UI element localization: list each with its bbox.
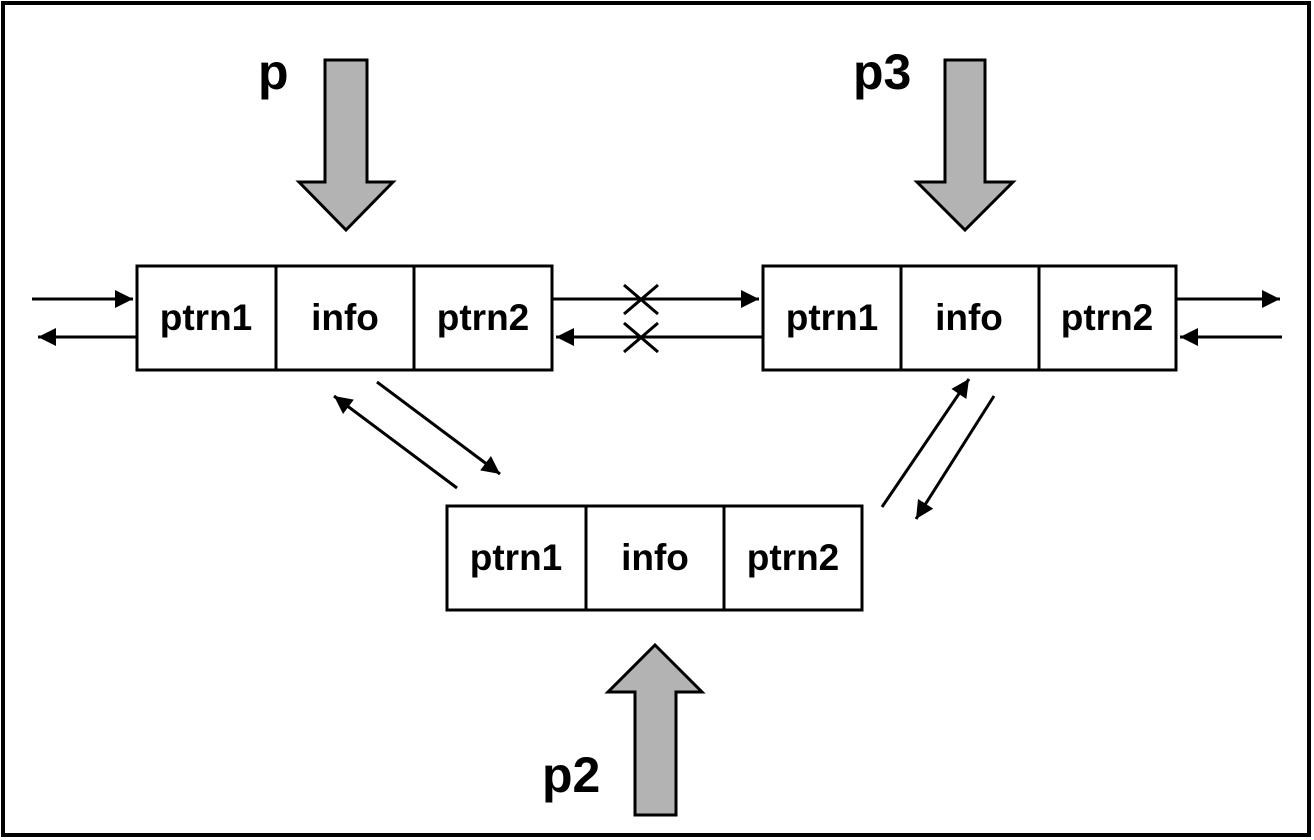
- pointer-p2: p2: [542, 642, 706, 817]
- node-p-ptrn1-label: ptrn1: [160, 297, 253, 338]
- node-p-info-label: info: [311, 297, 379, 338]
- pointer-p3: p3: [853, 44, 1017, 233]
- link-p2-to-p-arrow: [333, 394, 458, 490]
- node-p-box: [135, 264, 554, 372]
- node-p-ptrn2-label: ptrn2: [437, 297, 530, 338]
- cross-mark-top-b: [623, 283, 659, 316]
- cross-mark-bottom-b: [623, 321, 659, 354]
- node-p3-box: [761, 264, 1178, 372]
- link-p2-to-p3-arrow: [880, 378, 971, 508]
- node-p3-ptrn1-label: ptrn1: [786, 297, 879, 338]
- node-p3-info-label: info: [935, 297, 1003, 338]
- link-p3-to-p2-arrow: [914, 395, 996, 520]
- link-p-to-p2-arrow: [376, 380, 501, 476]
- pointer-p-label: p: [258, 44, 289, 100]
- pointer-p2-arrow-icon: [604, 642, 706, 817]
- removed-link-cross-marks: [623, 283, 659, 354]
- node-p2-ptrn1-label: ptrn1: [470, 537, 563, 578]
- node-p2-info-label: info: [621, 537, 689, 578]
- node-p3: ptrn1 info ptrn2: [761, 264, 1178, 372]
- pointer-p: p: [258, 44, 397, 233]
- node-p2-box: [445, 504, 864, 612]
- pointer-p3-label: p3: [853, 44, 911, 100]
- node-p3-ptrn2-label: ptrn2: [1061, 297, 1154, 338]
- node-p2: ptrn1 info ptrn2: [445, 504, 864, 612]
- pointer-p3-arrow-icon: [913, 58, 1017, 233]
- pointer-p2-label: p2: [542, 747, 600, 803]
- node-p: ptrn1 info ptrn2: [135, 264, 554, 372]
- node-p2-ptrn2-label: ptrn2: [747, 537, 840, 578]
- pointer-p-arrow-icon: [295, 58, 397, 233]
